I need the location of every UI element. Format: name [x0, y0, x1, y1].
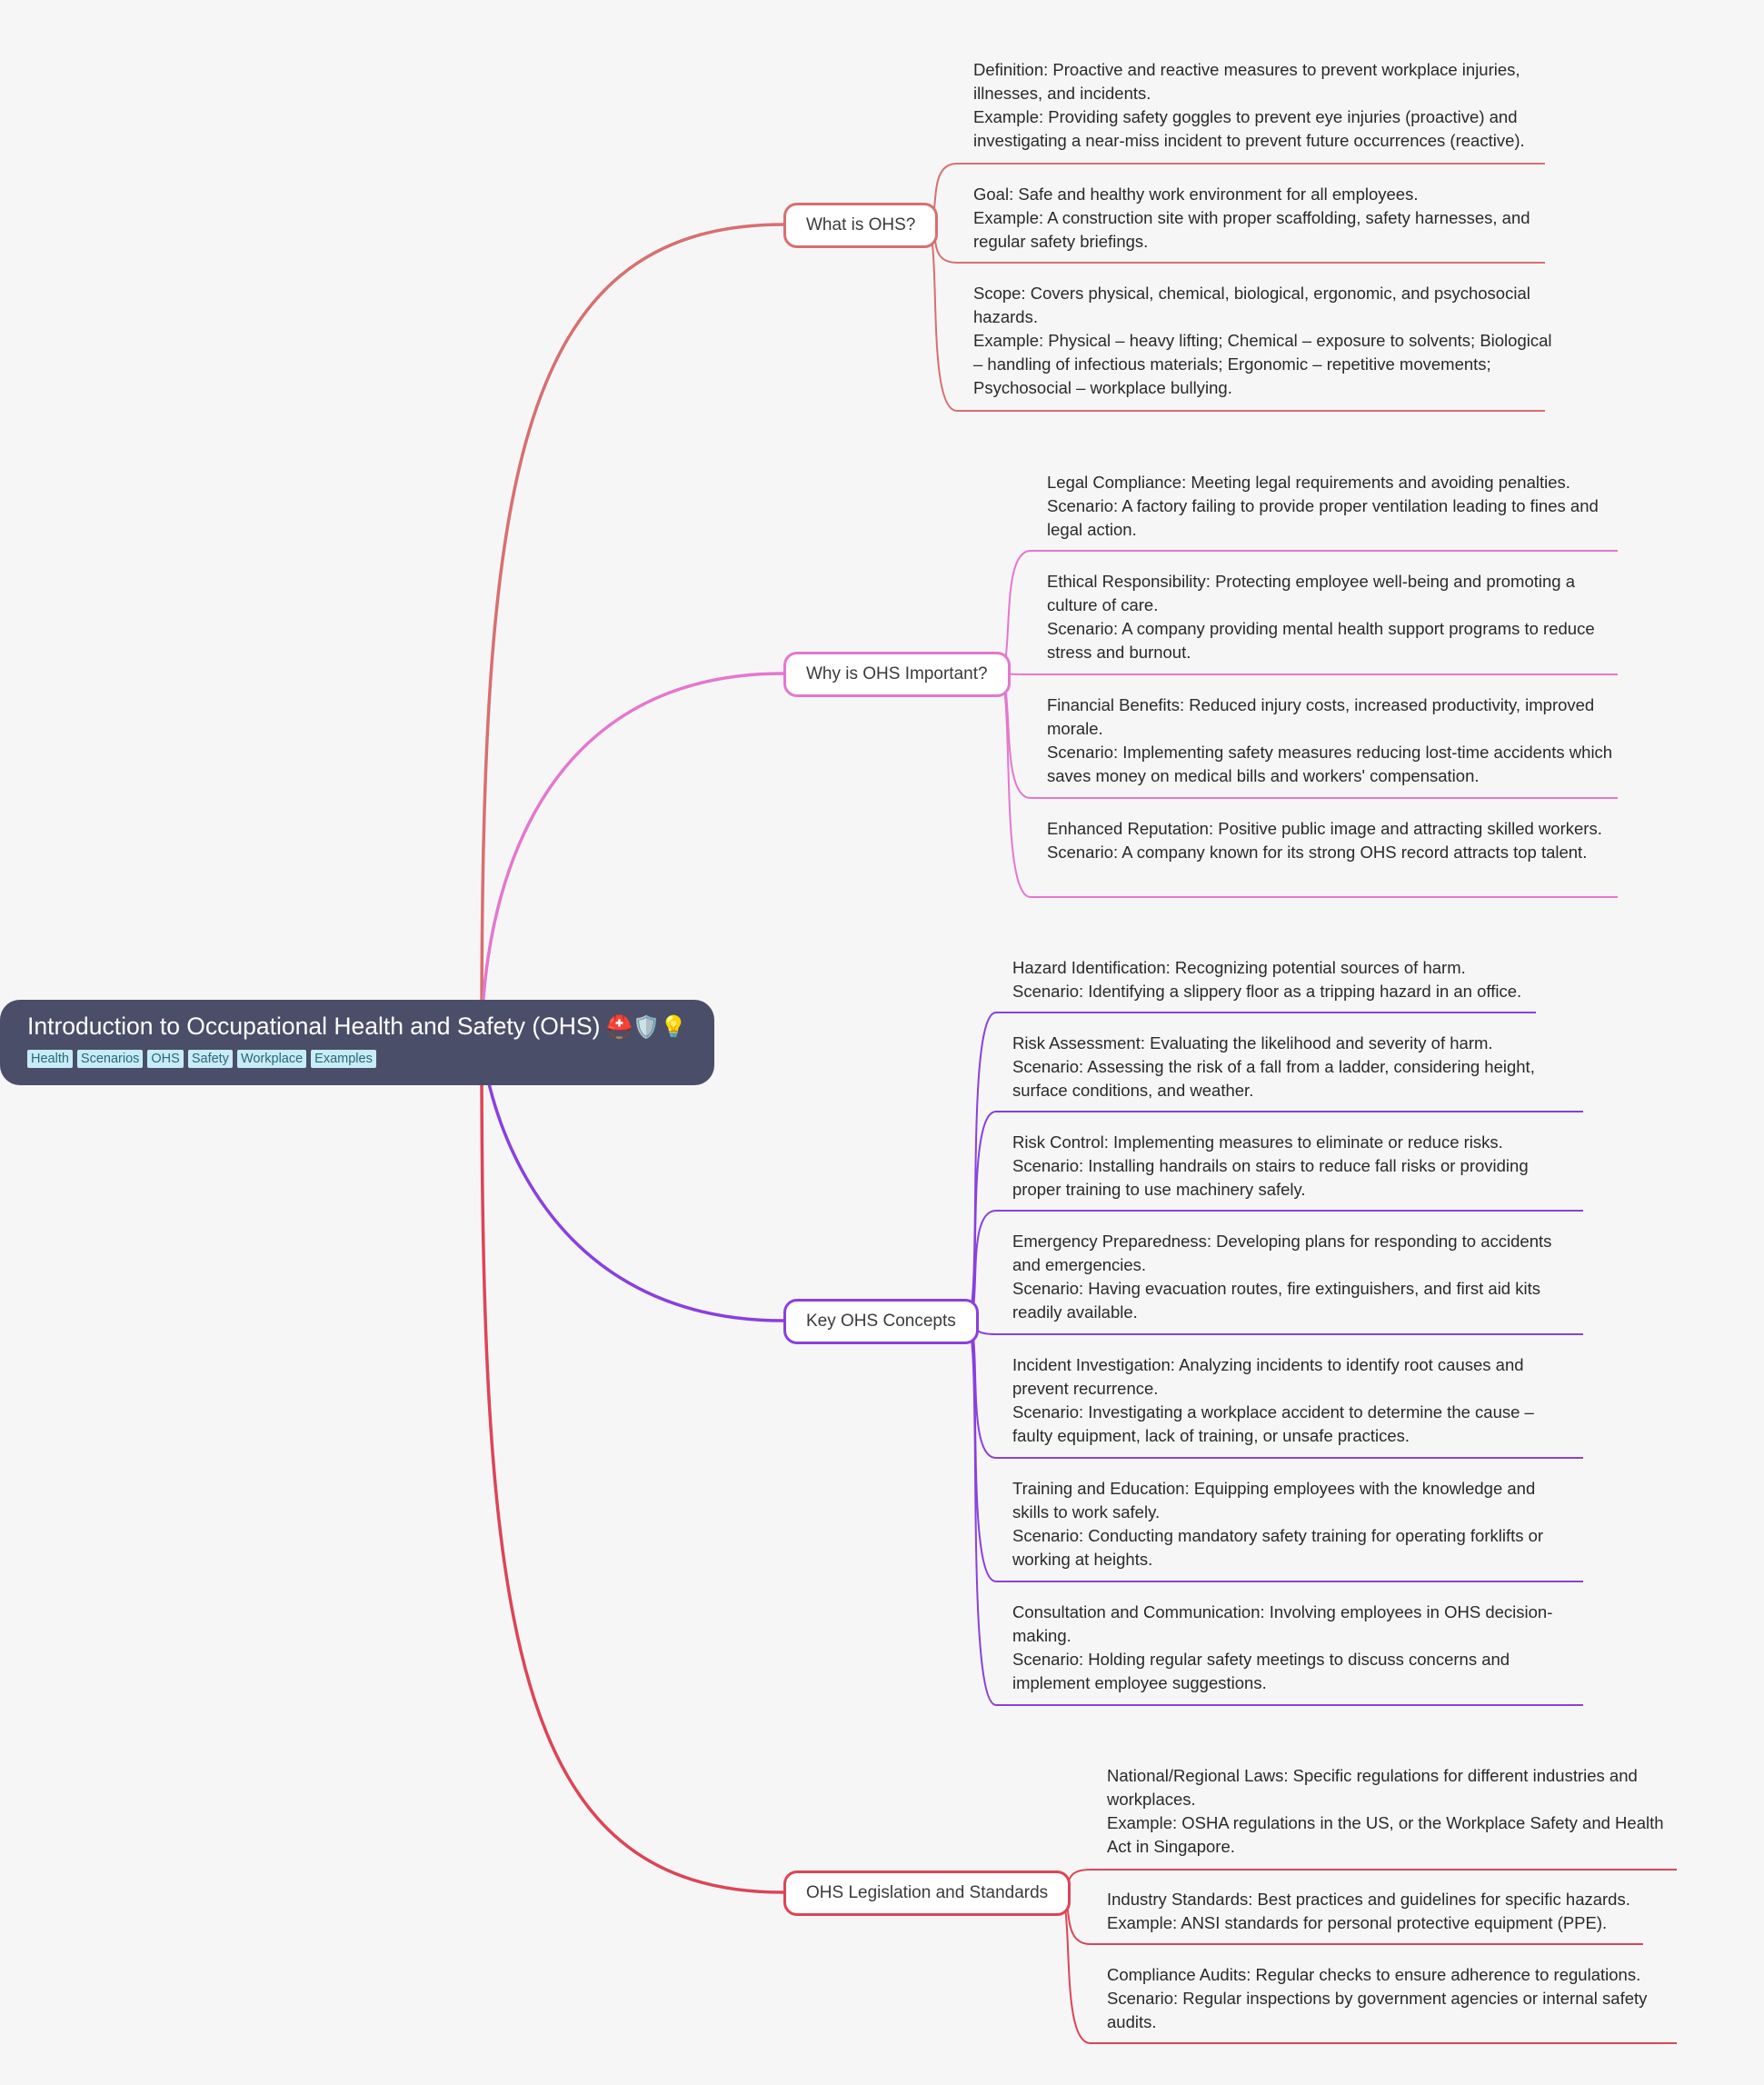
tag-scenarios[interactable]: Scenarios — [76, 1050, 144, 1068]
leaf-example: Scenario: A factory failing to provide p… — [1047, 496, 1599, 539]
leaf-national-regional-laws[interactable]: National/Regional Laws: Specific regulat… — [1107, 1764, 1679, 1859]
leaf-text: Definition: Proactive and reactive measu… — [973, 60, 1520, 103]
leaf-legal-compliance[interactable]: Legal Compliance: Meeting legal requirem… — [1047, 471, 1629, 542]
tag-health[interactable]: Health — [27, 1050, 73, 1068]
root-title: Introduction to Occupational Health and … — [27, 1013, 601, 1040]
leaf-example: Example: ANSI standards for personal pro… — [1107, 1913, 1608, 1932]
leaf-text: Risk Control: Implementing measures to e… — [1012, 1132, 1503, 1152]
connector-line — [997, 673, 1618, 675]
leaf-text: Training and Education: Equipping employ… — [1012, 1479, 1536, 1521]
connector-line — [480, 223, 784, 1044]
leaf-text: Incident Investigation: Analyzing incide… — [1012, 1355, 1524, 1398]
leaf-text: Scope: Covers physical, chemical, biolog… — [973, 284, 1530, 326]
leaf-industry-standards[interactable]: Industry Standards: Best practices and g… — [1107, 1888, 1679, 1935]
branch-key-ohs-concepts[interactable]: Key OHS Concepts — [783, 1299, 979, 1344]
tag-examples[interactable]: Examples — [311, 1050, 376, 1068]
leaf-text: Legal Compliance: Meeting legal requirem… — [1047, 473, 1570, 492]
leaf-example: Scenario: Holding regular safety meeting… — [1012, 1650, 1510, 1692]
leaf-training-and-education[interactable]: Training and Education: Equipping employ… — [1012, 1477, 1576, 1571]
leaf-example: Scenario: Conducting mandatory safety tr… — [1012, 1526, 1544, 1569]
leaf-emergency-preparedness[interactable]: Emergency Preparedness: Developing plans… — [1012, 1230, 1576, 1324]
leaf-ethical-responsibility[interactable]: Ethical Responsibility: Protecting emplo… — [1047, 570, 1629, 664]
connector-line — [480, 1042, 784, 1894]
leaf-text: Ethical Responsibility: Protecting emplo… — [1047, 572, 1576, 614]
leaf-example: Scenario: Having evacuation routes, fire… — [1012, 1279, 1540, 1322]
leaf-text: Hazard Identification: Recognizing poten… — [1012, 958, 1466, 977]
leaf-risk-control[interactable]: Risk Control: Implementing measures to e… — [1012, 1131, 1558, 1202]
root-title-row: Introduction to Occupational Health and … — [27, 1011, 687, 1042]
connector-line — [480, 672, 784, 1044]
tag-workplace[interactable]: Workplace — [236, 1050, 307, 1068]
leaf-risk-assessment[interactable]: Risk Assessment: Evaluating the likeliho… — [1012, 1032, 1558, 1102]
leaf-text: Risk Assessment: Evaluating the likeliho… — [1012, 1033, 1493, 1052]
leaf-text: Enhanced Reputation: Positive public ima… — [1047, 819, 1602, 838]
leaf-example: Scenario: Regular inspections by governm… — [1107, 1989, 1648, 2031]
leaf-example: Scenario: A company known for its strong… — [1047, 843, 1588, 862]
leaf-example: Example: OSHA regulations in the US, or … — [1107, 1813, 1664, 1856]
leaf-text: Industry Standards: Best practices and g… — [1107, 1890, 1630, 1909]
branch-why-is-ohs-important[interactable]: Why is OHS Important? — [783, 652, 1011, 697]
leaf-text: Compliance Audits: Regular checks to ens… — [1107, 1965, 1641, 1984]
leaf-example: Scenario: A company providing mental hea… — [1047, 619, 1595, 662]
leaf-compliance-audits[interactable]: Compliance Audits: Regular checks to ens… — [1107, 1963, 1679, 2034]
leaf-text: National/Regional Laws: Specific regulat… — [1107, 1766, 1638, 1809]
root-topic[interactable]: Introduction to Occupational Health and … — [0, 1000, 714, 1085]
tag-safety[interactable]: Safety — [187, 1050, 233, 1068]
leaf-example: Example: A construction site with proper… — [973, 208, 1530, 251]
leaf-enhanced-reputation[interactable]: Enhanced Reputation: Positive public ima… — [1047, 817, 1629, 864]
leaf-definition[interactable]: Definition: Proactive and reactive measu… — [973, 58, 1555, 153]
tag-ohs[interactable]: OHS — [147, 1050, 184, 1068]
leaf-example: Scenario: Implementing safety measures r… — [1047, 743, 1613, 785]
leaf-example: Example: Providing safety goggles to pre… — [973, 107, 1525, 150]
leaf-hazard-identification[interactable]: Hazard Identification: Recognizing poten… — [1012, 956, 1558, 1003]
leaf-incident-investigation[interactable]: Incident Investigation: Analyzing incide… — [1012, 1353, 1576, 1448]
leaf-text: Emergency Preparedness: Developing plans… — [1012, 1232, 1552, 1274]
leaf-consultation-and-communication[interactable]: Consultation and Communication: Involvin… — [1012, 1601, 1576, 1695]
branch-what-is-ohs[interactable]: What is OHS? — [783, 203, 939, 248]
leaf-scope[interactable]: Scope: Covers physical, chemical, biolog… — [973, 282, 1555, 400]
leaf-example: Scenario: Identifying a slippery floor a… — [1012, 982, 1522, 1001]
leaf-text: Financial Benefits: Reduced injury costs… — [1047, 695, 1595, 738]
helmet-shield-bulb-icons: ⛑️🛡️💡 — [605, 1014, 688, 1040]
leaf-example: Scenario: Installing handrails on stairs… — [1012, 1156, 1529, 1199]
leaf-example: Example: Physical – heavy lifting; Chemi… — [973, 331, 1552, 397]
leaf-text: Goal: Safe and healthy work environment … — [973, 185, 1419, 204]
leaf-financial-benefits[interactable]: Financial Benefits: Reduced injury costs… — [1047, 693, 1629, 788]
leaf-text: Consultation and Communication: Involvin… — [1012, 1602, 1553, 1645]
leaf-example: Scenario: Investigating a workplace acci… — [1012, 1402, 1534, 1445]
leaf-example: Scenario: Assessing the risk of a fall f… — [1012, 1057, 1535, 1100]
branch-ohs-legislation-and-standards[interactable]: OHS Legislation and Standards — [783, 1871, 1071, 1916]
leaf-goal[interactable]: Goal: Safe and healthy work environment … — [973, 183, 1555, 254]
